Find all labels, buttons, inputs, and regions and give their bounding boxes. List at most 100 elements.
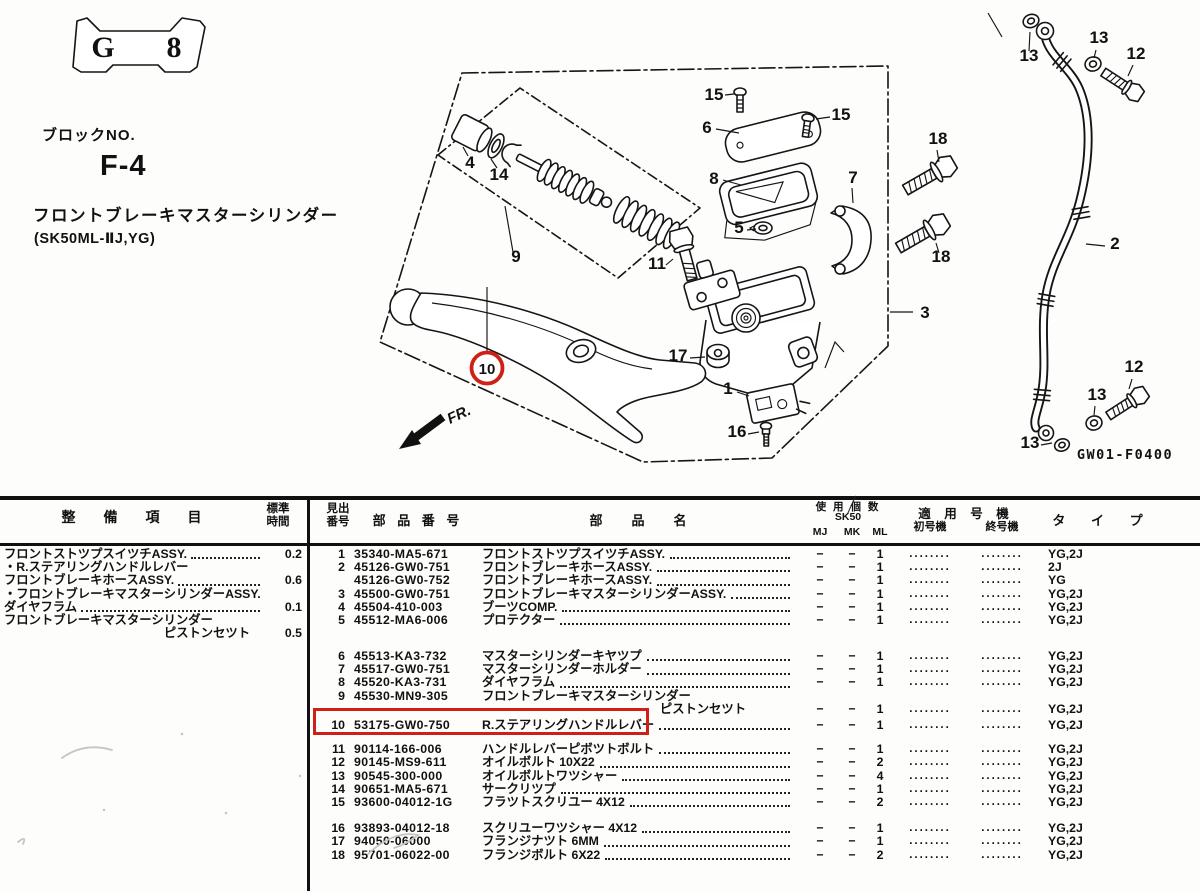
qty-mk: − [848, 821, 856, 836]
qty-mj: − [816, 599, 824, 614]
part-number: 45126-GW0-751 [354, 560, 451, 575]
part-name-cell: フランジナツト 6MM [482, 835, 802, 848]
qty-columns-header: MJ MK ML [802, 526, 894, 538]
highlight-circle: 10 [469, 350, 505, 386]
serial-last: ........ [981, 769, 1023, 782]
type-code: YG,2J [1048, 675, 1083, 690]
ref-number: 2 [338, 560, 345, 575]
ref-header-line2: 番号 [326, 516, 350, 528]
service-table: フロントストツプスイツチASSY. 0.2 ・R.ステアリングハンドルレバー フ… [4, 546, 302, 640]
qty-mk: − [848, 794, 856, 809]
qty-ml: 1 [876, 675, 884, 690]
ref-number: 11 [332, 742, 345, 757]
part-name: オイルボルト 10X22 [482, 755, 595, 770]
ref-number: 13 [331, 768, 345, 783]
callout-13: 13 [1021, 433, 1040, 452]
qty-ml: 4 [876, 768, 884, 783]
type-code: YG,2J [1048, 755, 1083, 770]
serial-first: ........ [909, 782, 951, 795]
parts-row: 8 45520-KA3-731 ダイヤフラム − − 1 ........ ..… [318, 675, 1180, 690]
type-code: 2J [1048, 560, 1062, 575]
type-code: YG,2J [1048, 599, 1083, 614]
type-code: YG,2J [1048, 742, 1083, 757]
block-no-label: ブロックNO. [42, 127, 136, 144]
serial-last: ........ [981, 650, 1023, 663]
table-vertical-divider [307, 496, 310, 891]
parts-row: ピストンセツト − − 1 ........ ........ YG,2J [318, 701, 1180, 716]
qty-model-header: SK50 [834, 511, 862, 523]
piston-set-box [437, 87, 701, 279]
parts-row: 1 35340-MA5-671 フロントストツプスイツチASSY. − − 1 … [318, 547, 1180, 561]
qty-mj: − [816, 768, 824, 783]
part-name-cell: フロントブレーキホースASSY. [482, 560, 802, 574]
parts-row: 16 93893-04012-18 スクリユーワツシャー 4X12 − − 1 … [318, 821, 1180, 836]
part-name-cell: マスターシリンダーキヤツプ [482, 649, 802, 664]
piston-group [451, 114, 681, 250]
service-hours-header-line2: 時間 [266, 516, 290, 528]
serial-last: ........ [981, 743, 1023, 756]
brake-lever [389, 288, 707, 444]
serial-first: ........ [909, 547, 951, 560]
block-code: F-4 [100, 150, 147, 182]
service-item-header: 整 備 項 目 [61, 509, 209, 525]
qty-ml: 1 [876, 649, 884, 664]
part-name-cell: マスターシリンダーホルダー [482, 663, 802, 676]
callout-10: 10 [479, 361, 496, 378]
parts-row: 9 45530-MN9-305 フロントブレーキマスターシリンダー [318, 689, 1180, 703]
serial-last: ........ [981, 782, 1023, 795]
qty-mk: − [848, 781, 856, 796]
dot-leader [657, 570, 790, 573]
part-name: ピストンセツト [659, 701, 746, 716]
leader-lines [462, 31, 1134, 446]
part-number: 94050-06000 [354, 834, 431, 849]
callout-2: 2 [1110, 234, 1119, 253]
service-item: ・フロントブレーキマスターシリンダーASSY. [4, 586, 261, 601]
serial-first: ........ [909, 587, 951, 600]
type-code: YG,2J [1048, 649, 1083, 664]
dot-leader [178, 583, 260, 586]
qty-mk: − [848, 847, 856, 862]
callout-13: 13 [1090, 28, 1109, 47]
qty-mj: − [816, 742, 824, 757]
dot-leader [646, 672, 790, 675]
exploded-parts-diagram: G 8 [72, 12, 1172, 463]
qty-mk: − [848, 755, 856, 770]
part-name: ハンドルレバーピボツトボルト [482, 742, 655, 757]
type-code: YG,2J [1048, 794, 1083, 809]
qty-mk: − [848, 586, 856, 601]
col-mj-header: MJ [812, 526, 828, 538]
qty-header: 使 用 個 数 [815, 501, 881, 513]
reservoir-cup [718, 162, 819, 241]
callout-18: 18 [929, 129, 948, 148]
grommet-icon [748, 221, 773, 235]
part-number: 45504-410-003 [354, 599, 443, 614]
callout-15: 15 [705, 85, 724, 104]
part-name-cell: フラツトスクリユー 4X12 [482, 794, 802, 809]
qty-mj: − [816, 755, 824, 770]
parts-row: 7 45517-GW0-751 マスターシリンダーホルダー − − 1 ....… [318, 663, 1180, 676]
ref-number: 16 [331, 821, 345, 836]
dot-leader [622, 778, 790, 781]
parts-row: 2 45126-GW0-751 フロントブレーキホースASSY. − − 1 .… [318, 560, 1180, 575]
serial-first: ........ [909, 650, 951, 663]
part-number-header: 部 品 番 号 [372, 513, 464, 528]
service-item: フロントブレーキホースASSY. [4, 573, 175, 588]
type-header: タ イ プ [1052, 513, 1154, 528]
serial-last: ........ [981, 587, 1023, 600]
part-name-cell: R.ステアリングハンドルレバー [482, 718, 802, 733]
part-number: 90145-MS9-611 [354, 755, 447, 770]
part-name: プロテクター [482, 612, 556, 627]
ref-number: 18 [331, 847, 345, 862]
part-name: R.ステアリングハンドルレバー [482, 718, 655, 733]
service-hours: 0.2 [284, 546, 302, 561]
serial-last: ........ [981, 547, 1023, 560]
application-header: 適 用 号 機 [918, 507, 1014, 521]
ref-number: 8 [338, 675, 345, 690]
part-name: フラツトスクリユー 4X12 [482, 794, 625, 809]
switch-screw-icon [759, 421, 773, 447]
qty-mj: − [816, 834, 824, 849]
serial-first: ........ [909, 795, 951, 808]
qty-mk: − [848, 612, 856, 627]
part-name: マスターシリンダーキヤツプ [482, 649, 642, 664]
ref-number: 10 [331, 718, 345, 733]
